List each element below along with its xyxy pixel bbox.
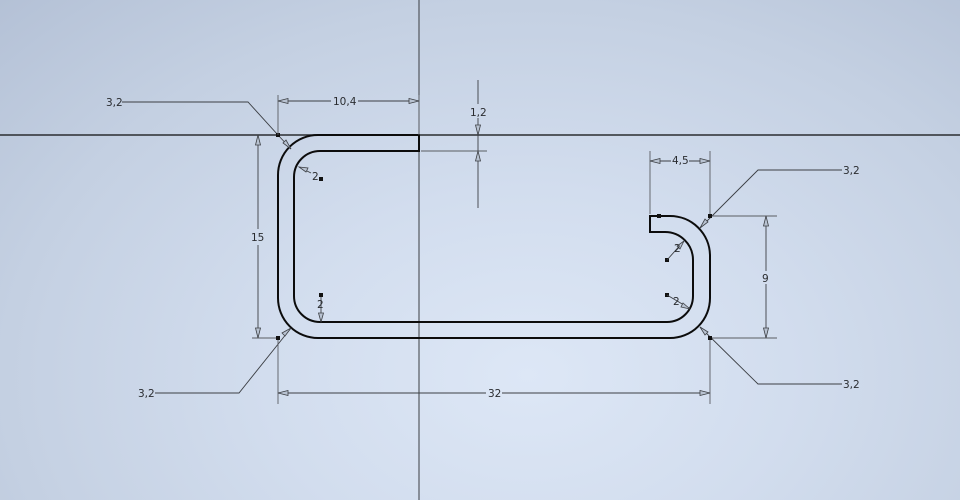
dim-lip-thickness[interactable]: 1,2 (421, 80, 487, 208)
dim-text: 3,2 (843, 379, 860, 391)
dim-text: 1,2 (470, 107, 487, 119)
dim-text: 3,2 (843, 165, 860, 177)
dim-text: 4,5 (672, 155, 689, 167)
dim-text: 9 (762, 273, 769, 285)
dim-text: 2 (673, 296, 680, 308)
dim-text: 3,2 (138, 388, 155, 400)
dim-hook-height[interactable]: 9 (712, 215, 777, 339)
dim-text: 2 (312, 171, 319, 183)
dim-text: 3,2 (106, 97, 123, 109)
dim-top-left-radius[interactable]: 3,2 (106, 97, 292, 150)
dim-text: 32 (488, 388, 501, 400)
dim-bottom-left-radius[interactable]: 3,2 (138, 327, 292, 400)
dim-text: 10,4 (333, 96, 357, 108)
dim-hook-width[interactable]: 4,5 (649, 151, 711, 214)
dim-inner-radius-top-left[interactable]: 2 (297, 166, 323, 183)
profile-outer-contour[interactable] (277, 134, 711, 339)
dim-top-length[interactable]: 10,4 (277, 95, 420, 135)
dim-text: 2 (317, 299, 324, 311)
dim-hook-outer-radius-bottom[interactable]: 3,2 (699, 326, 860, 391)
dim-hook-inner-radius-bottom[interactable]: 2 (665, 293, 691, 310)
dim-text: 15 (251, 232, 264, 244)
dim-hook-outer-radius-top[interactable]: 3,2 (657, 165, 860, 229)
dim-overall-width[interactable]: 32 (277, 340, 711, 404)
dim-inner-radius-bottom-left[interactable]: 2 (317, 293, 325, 324)
dim-text: 2 (674, 243, 681, 255)
dim-left-height[interactable]: 15 (251, 134, 278, 339)
dim-hook-inner-radius-top[interactable]: 2 (665, 240, 685, 262)
